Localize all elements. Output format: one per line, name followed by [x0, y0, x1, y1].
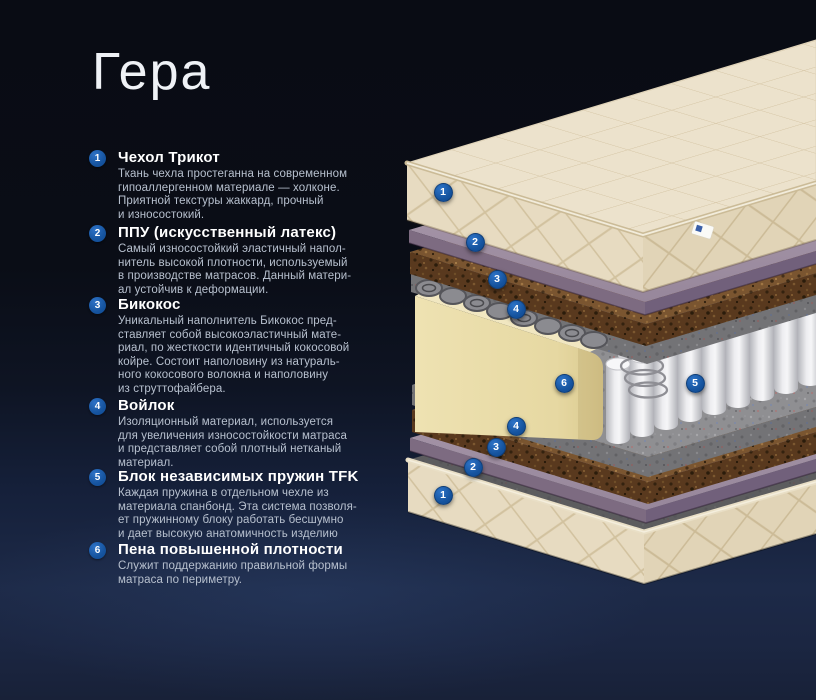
legend-heading-bicocos: Бикокос [118, 296, 181, 313]
legend-heading-felt: Войлок [118, 397, 175, 414]
layer-perimeter-foam [415, 279, 608, 441]
marker-felt-top: 4 [506, 299, 526, 319]
mattress-label-tag [691, 221, 715, 240]
marker-bicocos-top: 3 [487, 269, 507, 289]
marker-foam: 6 [554, 373, 574, 393]
marker-ppu-top: 2 [465, 232, 485, 252]
legend-body-foam: Служит поддержанию правильной формы матр… [118, 560, 348, 586]
mattress-exploded-diagram [404, 39, 816, 586]
legend-badge-4: 4 [89, 398, 106, 415]
page-title: Гера [92, 43, 212, 101]
legend-heading-foam: Пена повышенной плотности [118, 541, 343, 558]
marker-felt-bottom: 4 [506, 416, 526, 436]
legend-badge-2: 2 [89, 225, 106, 242]
legend-heading-springs: Блок независимых пружин TFK [118, 468, 359, 485]
legend-badge-1: 1 [89, 150, 106, 167]
layer-quilted-mattress [404, 39, 816, 294]
marker-cover-top: 1 [433, 182, 453, 202]
marker-ppu-bottom: 2 [463, 457, 483, 477]
marker-cover-bottom: 1 [433, 485, 453, 505]
layer-legend: 1 Чехол Трикот Ткань чехла простеганна н… [0, 0, 400, 700]
legend-badge-5: 5 [89, 469, 106, 486]
marker-bicocos-bottom: 3 [486, 437, 506, 457]
marker-springs: 5 [685, 373, 705, 393]
legend-body-ppu: Самый износостойкий эластичный напол- ни… [118, 243, 352, 296]
legend-heading-ppu: ППУ (искусственный латекс) [118, 224, 337, 241]
legend-heading-cover: Чехол Трикот [118, 149, 220, 166]
legend-badge-3: 3 [89, 297, 106, 314]
legend-body-springs: Каждая пружина в отдельном чехле из мате… [118, 487, 357, 540]
legend-body-cover: Ткань чехла простеганна на современном г… [118, 168, 348, 221]
legend-badge-6: 6 [89, 542, 106, 559]
legend-body-felt: Изоляционный материал, используется для … [118, 416, 347, 469]
legend-body-bicocos: Уникальный наполнитель Бикокос пред- ста… [118, 315, 350, 395]
